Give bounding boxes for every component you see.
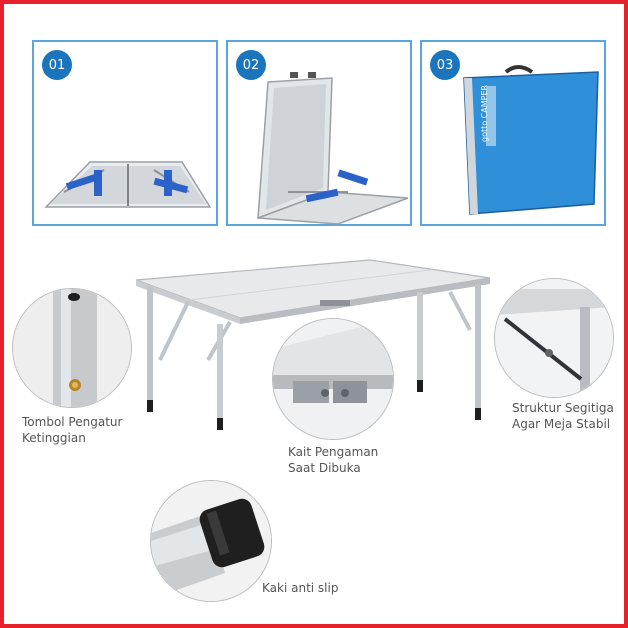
label-height-button-2: Ketinggian <box>22 431 86 445</box>
detail-height-button <box>12 288 132 408</box>
case-logo: gotto CAMPER <box>480 84 489 142</box>
closed-case-illustration <box>463 65 599 215</box>
label-triangle-brace-1: Struktur Segitiga <box>512 401 614 415</box>
step-panel-folded-open: 01 <box>32 40 218 226</box>
folded-table-open-illustration <box>44 161 212 208</box>
detail-anti-slip-foot <box>150 480 272 602</box>
step-number-badge: 03 <box>430 50 460 80</box>
label-safety-latch-2: Saat Dibuka <box>288 461 361 475</box>
folding-table-main-photo <box>120 250 500 444</box>
label-anti-slip: Kaki anti slip <box>262 581 339 595</box>
rubber-foot-closeup <box>151 481 271 601</box>
label-safety-latch-1: Kait Pengaman <box>288 445 379 459</box>
label-triangle-brace-2: Agar Meja Stabil <box>512 417 611 431</box>
detail-safety-latch <box>272 318 394 440</box>
label-height-button-1: Tombol Pengatur <box>22 415 123 429</box>
step-number-badge: 02 <box>236 50 266 80</box>
detail-triangle-brace <box>494 278 614 398</box>
step-panel-folding: 02 <box>226 40 412 226</box>
brace-closeup <box>495 279 613 397</box>
step-panel-closed-case: gotto CAMPER 03 <box>420 40 606 226</box>
latch-closeup <box>273 319 393 439</box>
step-number-badge: 01 <box>42 50 72 80</box>
leg-button-closeup <box>13 289 131 407</box>
folding-table-illustration <box>257 72 409 225</box>
